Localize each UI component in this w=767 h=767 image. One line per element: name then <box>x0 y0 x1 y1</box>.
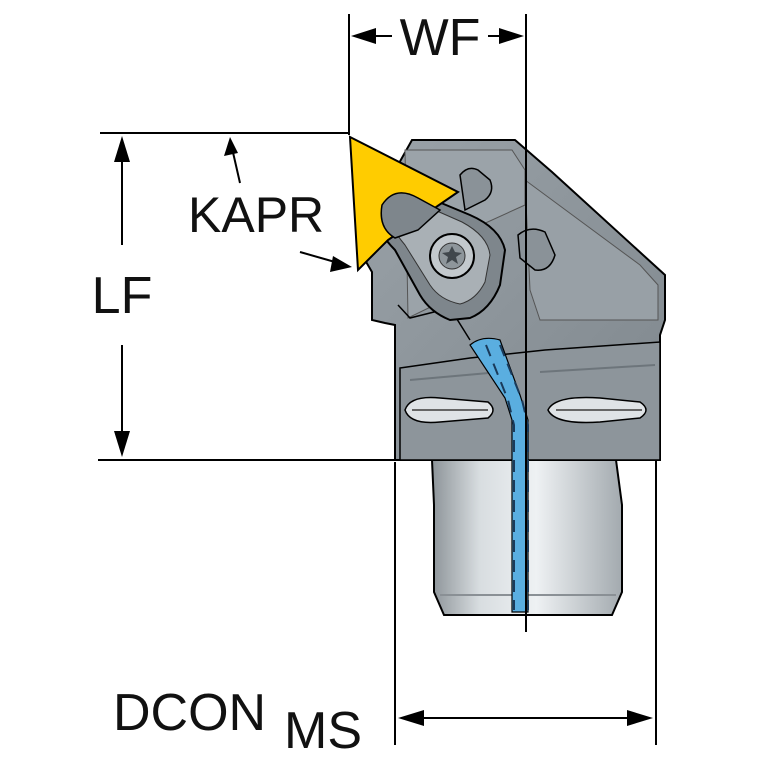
dimension-lines <box>98 14 657 745</box>
torx-screw-icon <box>429 233 475 279</box>
dimension-arrows <box>114 28 653 726</box>
slot-left <box>404 396 494 424</box>
dcon-label: DCON <box>113 684 266 742</box>
slot-right <box>547 396 647 424</box>
kapr-label: KAPR <box>188 187 324 243</box>
dcon-subscript-label: MS <box>284 702 362 760</box>
wf-label: WF <box>400 9 481 67</box>
coolant-channel <box>469 337 529 613</box>
insert <box>348 135 460 273</box>
lf-label: LF <box>92 267 153 325</box>
